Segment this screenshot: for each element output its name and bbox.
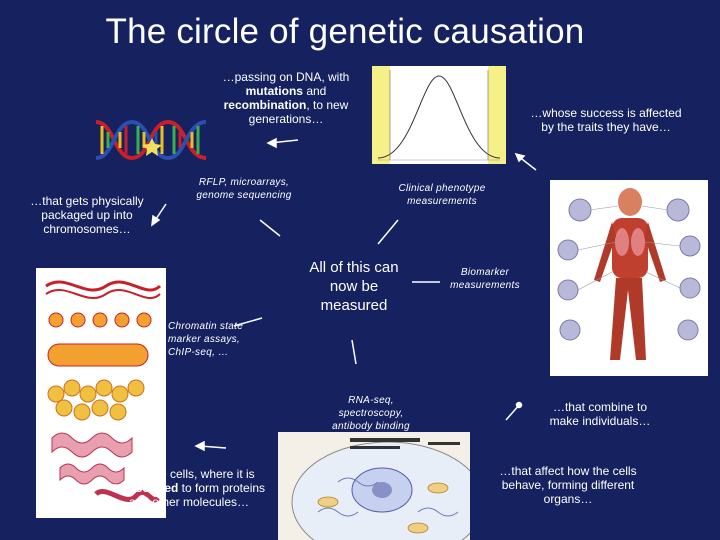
center-statement: All of this can now be measured (309, 259, 399, 314)
rnaseq-measure-label: RNA-seq, spectroscopy, antibody binding (332, 395, 410, 432)
dna-helix-image (95, 119, 207, 161)
bell-curve-image (372, 66, 506, 164)
line-rflp (259, 219, 281, 237)
line-chromatin (233, 317, 263, 327)
chromatin-packaging-image (36, 268, 166, 518)
anatomy-image (550, 180, 708, 376)
transcription-caption: …inside cells, where it is transcribed t… (112, 467, 266, 509)
individuals-caption: …that combine to make individuals… (549, 400, 651, 428)
line-rnaseq (351, 339, 357, 365)
biomarker-measure-label: Biomarker measurements (450, 267, 520, 291)
line-clinical (377, 219, 399, 245)
organs-caption: …that affect how the cells behave, formi… (499, 464, 637, 506)
page-title: The circle of genetic causation (105, 12, 585, 51)
dna-caption: …passing on DNA, with mutations and reco… (222, 70, 350, 126)
cell-diagram-image (278, 432, 470, 540)
clinical-measure-label: Clinical phenotype measurements (398, 183, 486, 207)
chromatin-measure-label: Chromatin state marker assays, ChIP-seq,… (168, 321, 244, 358)
chromosome-caption: …that gets physically packaged up into c… (30, 194, 144, 236)
rflp-measure-label: RFLP, microarrays, genome sequencing (196, 177, 292, 201)
selection-caption: …whose success is affected by the traits… (530, 106, 682, 134)
